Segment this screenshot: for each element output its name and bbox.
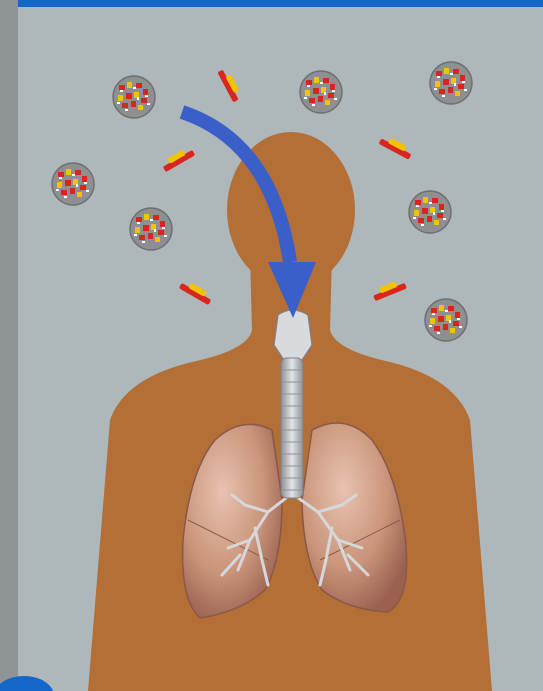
virus-icon — [300, 71, 342, 113]
virus-icon — [425, 299, 467, 341]
virus-icon — [52, 163, 94, 205]
virus-icon — [430, 62, 472, 104]
pollutant-particle-icon — [160, 146, 195, 173]
pollutant-particle-icon — [179, 279, 214, 306]
top-accent-bar — [18, 0, 543, 7]
virus-icon — [130, 208, 172, 250]
virus-icon — [113, 76, 155, 118]
pollutant-particle-icon — [217, 67, 243, 102]
respiratory-illustration — [18, 7, 543, 691]
left-sidebar-edge — [0, 0, 18, 691]
pollutant-particle-icon — [379, 134, 414, 160]
virus-icon — [409, 191, 451, 233]
pollutant-particle-icon — [371, 278, 407, 301]
